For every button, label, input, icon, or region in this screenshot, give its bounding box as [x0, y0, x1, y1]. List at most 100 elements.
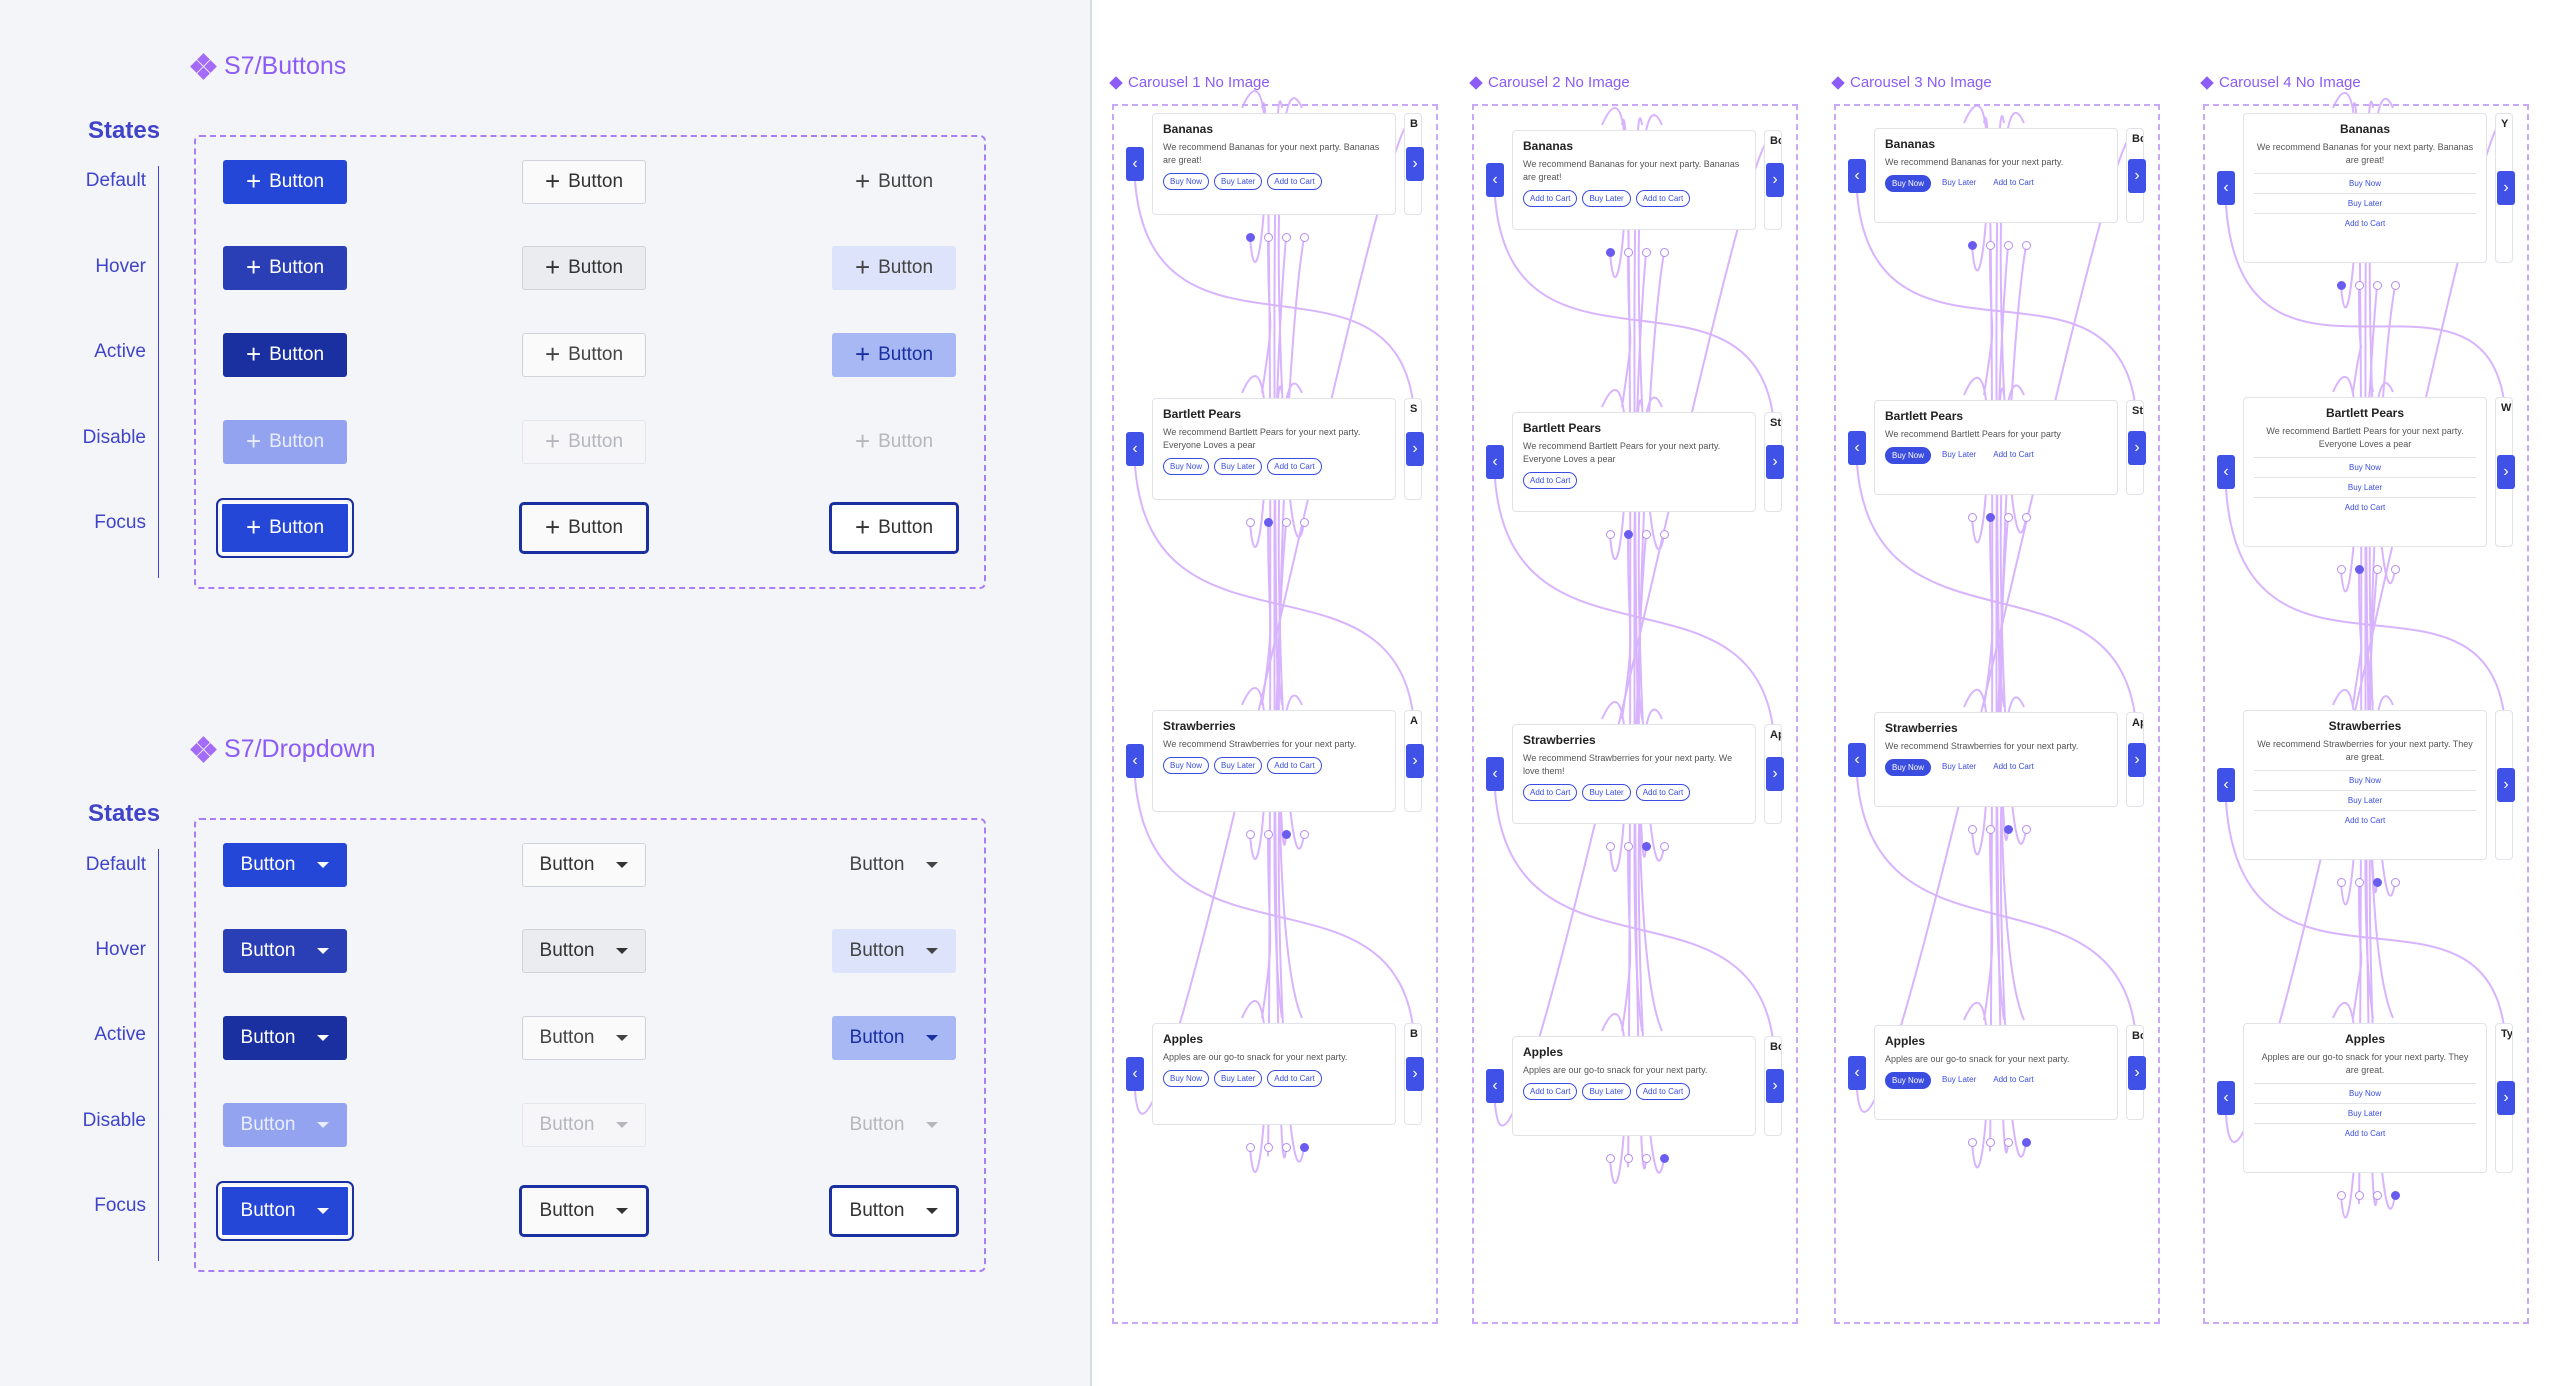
primary-active-button[interactable]: +Button [223, 333, 347, 377]
carousel-prev-arrow-icon[interactable]: ‹ [1126, 744, 1144, 778]
pagination-dot[interactable] [1606, 842, 1615, 851]
carousel-next-arrow-icon[interactable]: › [1766, 757, 1784, 791]
dropdown-secondary-active-button[interactable]: Button [522, 1016, 646, 1060]
card-action-button[interactable]: Add to Cart [2254, 213, 2476, 233]
card-action-button[interactable]: Buy Later [1214, 1070, 1263, 1087]
carousel-prev-arrow-icon[interactable]: ‹ [2217, 768, 2235, 802]
pagination-dot[interactable] [2391, 565, 2400, 574]
card-action-button[interactable]: Buy Now [2254, 770, 2476, 790]
card-action-button[interactable]: Buy Now [2254, 457, 2476, 477]
pagination-dot[interactable] [1624, 1154, 1633, 1163]
card-action-button[interactable]: Buy Now [1885, 1072, 1932, 1089]
pagination-dot[interactable] [2391, 1191, 2400, 1200]
card-action-button[interactable]: Buy Later [1942, 450, 1977, 459]
pagination-dot[interactable] [2355, 1191, 2364, 1200]
primary-default-button[interactable]: +Button [223, 160, 347, 204]
card-action-button[interactable]: Buy Later [1582, 784, 1631, 801]
carousel-next-arrow-icon[interactable]: › [1406, 744, 1424, 778]
tertiary-default-button[interactable]: +Button [832, 160, 956, 204]
card-action-button[interactable]: Add to Cart [1635, 784, 1691, 801]
primary-focus-button[interactable]: +Button [216, 498, 354, 558]
pagination-dot[interactable] [2022, 825, 2031, 834]
pagination-dot[interactable] [1606, 1154, 1615, 1163]
pagination-dot[interactable] [2022, 241, 2031, 250]
card-action-button[interactable]: Buy Later [2254, 193, 2476, 213]
pagination-dot[interactable] [2337, 281, 2346, 290]
pagination-dot[interactable] [2004, 1138, 2013, 1147]
carousel-prev-arrow-icon[interactable]: ‹ [1486, 163, 1504, 197]
dropdown-secondary-hover-button[interactable]: Button [522, 929, 646, 973]
pagination-dot[interactable] [2355, 281, 2364, 290]
pagination-dot[interactable] [2004, 241, 2013, 250]
pagination-dot[interactable] [2337, 1191, 2346, 1200]
card-action-button[interactable]: Add to Cart [1267, 458, 1322, 475]
carousel-next-arrow-icon[interactable]: › [2128, 430, 2146, 465]
card-action-button[interactable]: Buy Later [1214, 173, 1263, 190]
pagination-dot[interactable] [1264, 518, 1273, 527]
carousel-prev-arrow-icon[interactable]: ‹ [1486, 1069, 1504, 1103]
carousel-next-arrow-icon[interactable]: › [1406, 432, 1424, 466]
pagination-dot[interactable] [2355, 878, 2364, 887]
pagination-dot[interactable] [1642, 1154, 1651, 1163]
pagination-dot[interactable] [2373, 878, 2382, 887]
pagination-dot[interactable] [2373, 1191, 2382, 1200]
pagination-dot[interactable] [1246, 233, 1255, 242]
pagination-dot[interactable] [1968, 513, 1977, 522]
dropdown-tertiary-default-button[interactable]: Button [832, 843, 956, 887]
pagination-dot[interactable] [1606, 248, 1615, 257]
card-action-button[interactable]: Buy Now [1163, 173, 1210, 190]
card-action-button[interactable]: Add to Cart [1523, 472, 1578, 489]
carousel-prev-arrow-icon[interactable]: ‹ [1126, 1057, 1144, 1091]
pagination-dot[interactable] [1660, 842, 1669, 851]
carousel-next-arrow-icon[interactable]: › [2497, 1081, 2515, 1115]
card-action-button[interactable]: Buy Later [2254, 1103, 2476, 1123]
dropdown-secondary-focus-button[interactable]: Button [519, 1185, 649, 1237]
pagination-dot[interactable] [1968, 1138, 1977, 1147]
pagination-dot[interactable] [1642, 248, 1651, 257]
card-action-button[interactable]: Buy Later [2254, 477, 2476, 497]
pagination-dot[interactable] [2004, 513, 2013, 522]
pagination-dot[interactable] [1642, 842, 1651, 851]
card-action-button[interactable]: Add to Cart [2254, 497, 2476, 517]
pagination-dot[interactable] [1986, 825, 1995, 834]
carousel-prev-arrow-icon[interactable]: ‹ [1848, 742, 1866, 777]
carousel-next-arrow-icon[interactable]: › [2128, 742, 2146, 777]
carousel-next-arrow-icon[interactable]: › [2497, 768, 2515, 802]
pagination-dot[interactable] [1660, 530, 1669, 539]
card-action-button[interactable]: Add to Cart [1523, 190, 1578, 207]
card-action-button[interactable]: Add to Cart [1523, 1083, 1578, 1100]
carousel-next-arrow-icon[interactable]: › [2497, 455, 2515, 489]
pagination-dot[interactable] [1986, 1138, 1995, 1147]
pagination-dot[interactable] [2022, 513, 2031, 522]
pagination-dot[interactable] [2391, 878, 2400, 887]
carousel-next-arrow-icon[interactable]: › [2128, 1055, 2146, 1090]
card-action-button[interactable]: Add to Cart [2254, 1123, 2476, 1143]
card-action-button[interactable]: Buy Later [1214, 757, 1263, 774]
secondary-active-button[interactable]: +Button [522, 333, 646, 377]
card-action-button[interactable]: Add to Cart [1267, 757, 1322, 774]
card-action-button[interactable]: Add to Cart [1523, 784, 1578, 801]
card-action-button[interactable]: Buy Later [1214, 458, 1263, 475]
carousel-next-arrow-icon[interactable]: › [2128, 158, 2146, 193]
dropdown-tertiary-active-button[interactable]: Button [832, 1016, 956, 1060]
pagination-dot[interactable] [2373, 281, 2382, 290]
pagination-dot[interactable] [1642, 530, 1651, 539]
carousel-next-arrow-icon[interactable]: › [1406, 1057, 1424, 1091]
tertiary-focus-button[interactable]: +Button [829, 502, 959, 554]
card-action-button[interactable]: Buy Now [1163, 458, 1210, 475]
card-action-button[interactable]: Buy Later [1942, 762, 1977, 771]
card-action-button[interactable]: Buy Later [2254, 790, 2476, 810]
secondary-default-button[interactable]: +Button [522, 160, 646, 204]
pagination-dot[interactable] [1986, 513, 1995, 522]
carousel-prev-arrow-icon[interactable]: ‹ [1848, 430, 1866, 465]
carousel-prev-arrow-icon[interactable]: ‹ [1848, 1055, 1866, 1090]
card-action-button[interactable]: Add to Cart [1993, 450, 2034, 459]
carousel-next-arrow-icon[interactable]: › [2497, 171, 2515, 205]
pagination-dot[interactable] [2355, 565, 2364, 574]
card-action-button[interactable]: Add to Cart [1267, 1070, 1322, 1087]
pagination-dot[interactable] [1300, 1143, 1309, 1152]
card-action-button[interactable]: Add to Cart [1635, 1083, 1691, 1100]
pagination-dot[interactable] [1264, 233, 1273, 242]
card-action-button[interactable]: Buy Later [1582, 190, 1631, 207]
pagination-dot[interactable] [1282, 233, 1291, 242]
